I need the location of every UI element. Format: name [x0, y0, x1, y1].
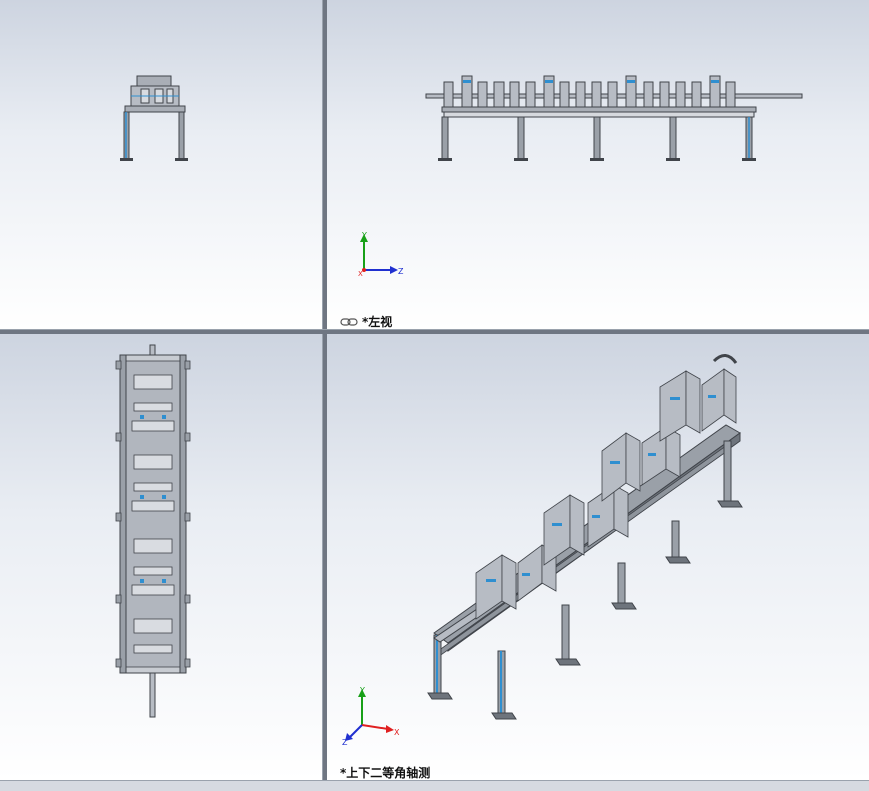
triad-y-label: Y	[361, 231, 367, 240]
triad-x-label: X	[394, 728, 400, 737]
status-strip	[0, 780, 869, 791]
axis-triad-left: Y Z X	[358, 231, 404, 278]
view-name: *上下二等角轴测	[340, 766, 431, 780]
front-view-model	[120, 75, 188, 161]
triad-y-label: Y	[359, 686, 365, 695]
triad-z-label: Z	[398, 267, 404, 276]
triad-x-label: X	[358, 270, 363, 278]
isometric-view-model	[427, 354, 743, 720]
view-name: *左视	[362, 315, 393, 329]
left-view-model	[425, 75, 803, 161]
viewport-front[interactable]	[0, 0, 322, 329]
viewport-splitter-vertical[interactable]	[322, 0, 327, 780]
link-icon[interactable]	[340, 317, 358, 327]
triad-z-label: Z	[342, 738, 348, 745]
view-label-left: *左视	[340, 313, 392, 329]
viewport-isometric[interactable]: Y X Z *上下二等角轴测	[326, 333, 869, 780]
viewport-top[interactable]	[0, 333, 322, 780]
view-label-isometric: *上下二等角轴测	[340, 764, 430, 780]
viewport-left[interactable]: Y Z X *左视	[326, 0, 869, 329]
top-view-model	[115, 344, 191, 718]
axis-triad-isometric: Y X Z	[342, 686, 400, 745]
viewport-splitter-horizontal[interactable]	[0, 329, 869, 334]
